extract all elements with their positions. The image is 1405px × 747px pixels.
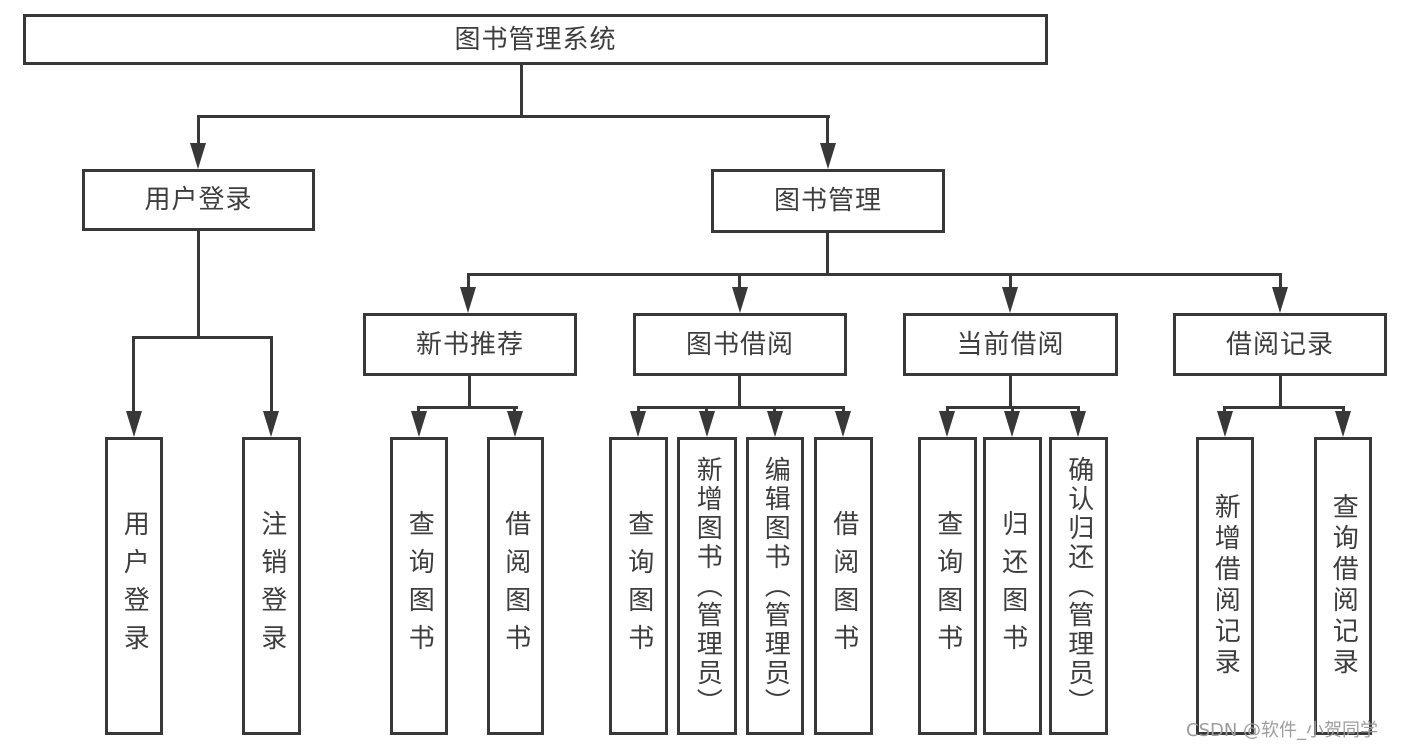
leaf-label: 借阅图书 — [828, 510, 859, 662]
leaf-edit-books-admin: 编辑图书（管理员） — [746, 437, 804, 735]
connector-user-login-bracket — [132, 336, 273, 339]
arrow-into-book-mgmt — [820, 143, 836, 169]
arrow-into-leaf — [835, 411, 851, 437]
arrow-into-leaf — [939, 411, 955, 437]
arrow-into-leaf — [1004, 411, 1020, 437]
connector-book-mgmt-arrow-stem — [826, 115, 829, 149]
node-label: 借阅记录 — [1225, 329, 1334, 360]
node-user-login: 用户登录 — [82, 169, 315, 231]
leaf-borrow-books: 借阅图书 — [814, 437, 873, 735]
leaf-label: 用户登录 — [119, 510, 150, 662]
connector-current-borrow-stem — [1009, 376, 1012, 409]
arrow-into-leaf — [507, 411, 523, 437]
connector-level2-bracket — [197, 115, 830, 118]
arrow-into-new-book — [460, 287, 476, 313]
connector-level3-bracket — [467, 273, 1282, 276]
leaf-query-books-current: 查询图书 — [918, 437, 977, 735]
leaf-add-books-admin: 新增图书（管理员） — [677, 437, 737, 735]
node-library-management-system: 图书管理系统 — [23, 14, 1048, 65]
connector-new-book-bracket — [417, 406, 518, 409]
connector-leaf-stem — [132, 336, 135, 416]
node-label: 当前借阅 — [956, 329, 1065, 360]
arrow-into-leaf — [630, 411, 646, 437]
connector-l3-arrow-stem — [1009, 273, 1012, 291]
arrow-into-leaf — [411, 411, 427, 437]
leaf-query-books-recommend: 查询图书 — [390, 437, 448, 735]
arrow-into-user-login — [190, 143, 206, 169]
csdn-watermark: CSDN @软件_小贺同学 — [1186, 720, 1379, 741]
node-label: 图书借阅 — [685, 329, 794, 360]
node-label: 图书管理系统 — [454, 24, 617, 55]
connector-user-login-stem — [197, 231, 200, 339]
node-borrowing-records: 借阅记录 — [1173, 313, 1387, 376]
node-current-borrowing: 当前借阅 — [903, 313, 1118, 376]
leaf-query-books-borrow: 查询图书 — [609, 437, 668, 735]
leaf-label: 查询图书 — [404, 510, 435, 662]
leaf-label: 归还图书 — [997, 510, 1028, 662]
arrow-into-leaf — [767, 411, 783, 437]
connector-borrow-records-bracket — [1223, 406, 1345, 409]
connector-book-borrow-stem — [738, 376, 741, 409]
connector-l3-arrow-stem — [1279, 273, 1282, 291]
node-label: 用户登录 — [144, 185, 253, 215]
arrow-into-book-borrow — [732, 287, 748, 313]
arrow-into-leaf — [263, 411, 279, 437]
node-label: 新书推荐 — [415, 329, 524, 360]
arrow-into-leaf — [1217, 411, 1233, 437]
connector-borrow-records-stem — [1279, 376, 1282, 409]
connector-l3-arrow-stem — [738, 273, 741, 291]
arrow-into-leaf — [1335, 411, 1351, 437]
leaf-label: 借阅图书 — [500, 510, 531, 662]
leaf-label: 查询借阅记录 — [1328, 493, 1359, 679]
leaf-label: 注销登录 — [256, 510, 287, 662]
connector-new-book-stem — [468, 376, 471, 409]
connector-book-mgmt-stem — [826, 233, 829, 276]
connector-user-login-arrow-stem — [197, 115, 200, 149]
leaf-user-login: 用户登录 — [105, 437, 163, 735]
leaf-borrow-books-recommend: 借阅图书 — [487, 437, 544, 735]
arrow-into-leaf — [1070, 411, 1086, 437]
leaf-label: 查询图书 — [932, 510, 963, 662]
connector-book-borrow-bracket — [637, 406, 845, 409]
arrow-into-leaf — [699, 411, 715, 437]
arrow-into-borrow-records — [1272, 287, 1288, 313]
leaf-return-books: 归还图书 — [983, 437, 1042, 735]
leaf-logout: 注销登录 — [242, 437, 301, 735]
leaf-label: 新增借阅记录 — [1210, 493, 1241, 679]
node-new-book-recommend: 新书推荐 — [363, 313, 577, 376]
leaf-label: 确认归还（管理员） — [1063, 455, 1094, 717]
arrow-into-current-borrow — [1002, 287, 1018, 313]
node-book-borrowing: 图书借阅 — [633, 313, 847, 376]
leaf-label: 新增图书（管理员） — [692, 455, 723, 717]
arrow-into-leaf — [126, 411, 142, 437]
node-book-management: 图书管理 — [711, 169, 945, 233]
connector-root-stem — [520, 65, 523, 118]
leaf-query-borrow-record: 查询借阅记录 — [1314, 437, 1372, 735]
leaf-add-borrow-record: 新增借阅记录 — [1196, 437, 1254, 735]
connector-leaf-stem — [270, 336, 273, 416]
leaf-label: 查询图书 — [623, 510, 654, 662]
connector-l3-arrow-stem — [467, 273, 470, 291]
leaf-confirm-return-admin: 确认归还（管理员） — [1049, 437, 1108, 735]
node-label: 图书管理 — [773, 186, 882, 216]
leaf-label: 编辑图书（管理员） — [760, 455, 791, 717]
